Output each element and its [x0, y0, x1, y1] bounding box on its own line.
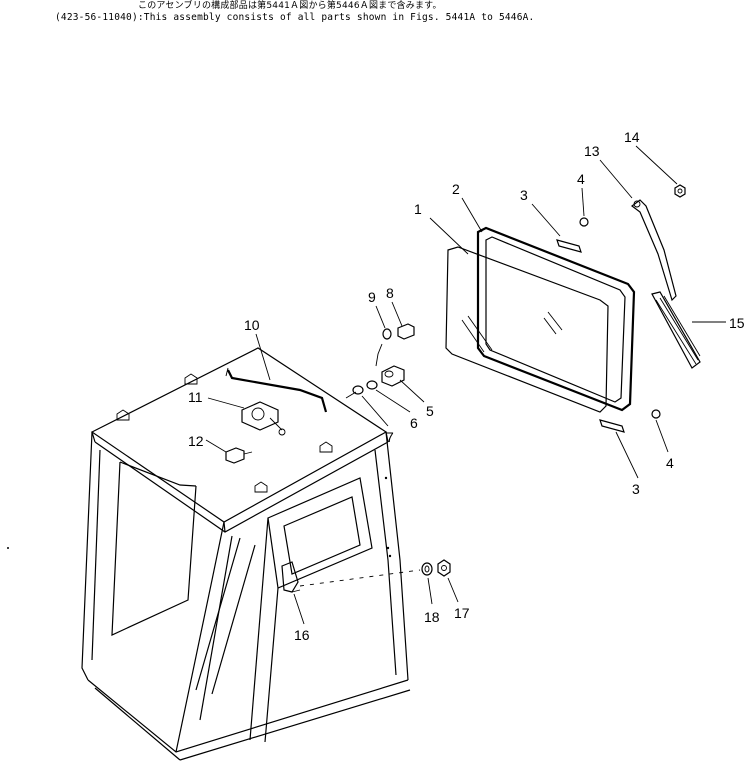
bolt-12	[225, 447, 253, 464]
callout-6: 6	[410, 415, 418, 431]
nut-18	[421, 562, 433, 576]
assembly-note-english: (423-56-11040):This assembly consists of…	[55, 12, 535, 23]
callout-16: 16	[294, 627, 310, 643]
callout-5: 5	[426, 403, 434, 419]
window-seal	[476, 226, 636, 412]
callout-13: 13	[584, 143, 600, 159]
callout-17: 17	[454, 605, 470, 621]
callout-18: 18	[424, 609, 440, 625]
callout-10: 10	[244, 317, 260, 333]
washer-nozzle	[281, 561, 301, 593]
callout-4b: 4	[666, 455, 674, 471]
window-glass	[445, 246, 609, 413]
leader-lines	[205, 145, 726, 625]
wiper-blade	[651, 291, 701, 369]
wiper-arm	[631, 199, 677, 302]
motor-mount-parts	[345, 323, 415, 399]
callout-12: 12	[188, 433, 204, 449]
callout-4: 4	[577, 171, 585, 187]
retainer-lower	[599, 409, 661, 433]
nut-17	[437, 559, 451, 577]
retainer-upper	[556, 217, 589, 253]
callout-11: 11	[188, 389, 203, 405]
washer-pipe	[225, 367, 328, 413]
wiper-nut	[674, 184, 686, 198]
callout-15: 15	[729, 315, 745, 331]
callout-1: 1	[414, 201, 422, 217]
callout-2: 2	[452, 181, 460, 197]
callout-3: 3	[520, 187, 528, 203]
callout-numbers: 1 2 3 4 13 14 15 8 9 10 11 12 5 6 7 4 3 …	[188, 129, 745, 643]
callout-14: 14	[624, 129, 640, 145]
assembly-note-japanese: このアセンブリの構成部品は第5441Ａ図から第5446Ａ図まで含みます。	[138, 1, 442, 11]
callout-9: 9	[368, 289, 376, 305]
callout-7: 7	[386, 429, 394, 445]
callout-8: 8	[386, 285, 394, 301]
cab-frame	[7, 347, 411, 761]
callout-3b: 3	[632, 481, 640, 497]
wiper-motor	[241, 401, 286, 436]
